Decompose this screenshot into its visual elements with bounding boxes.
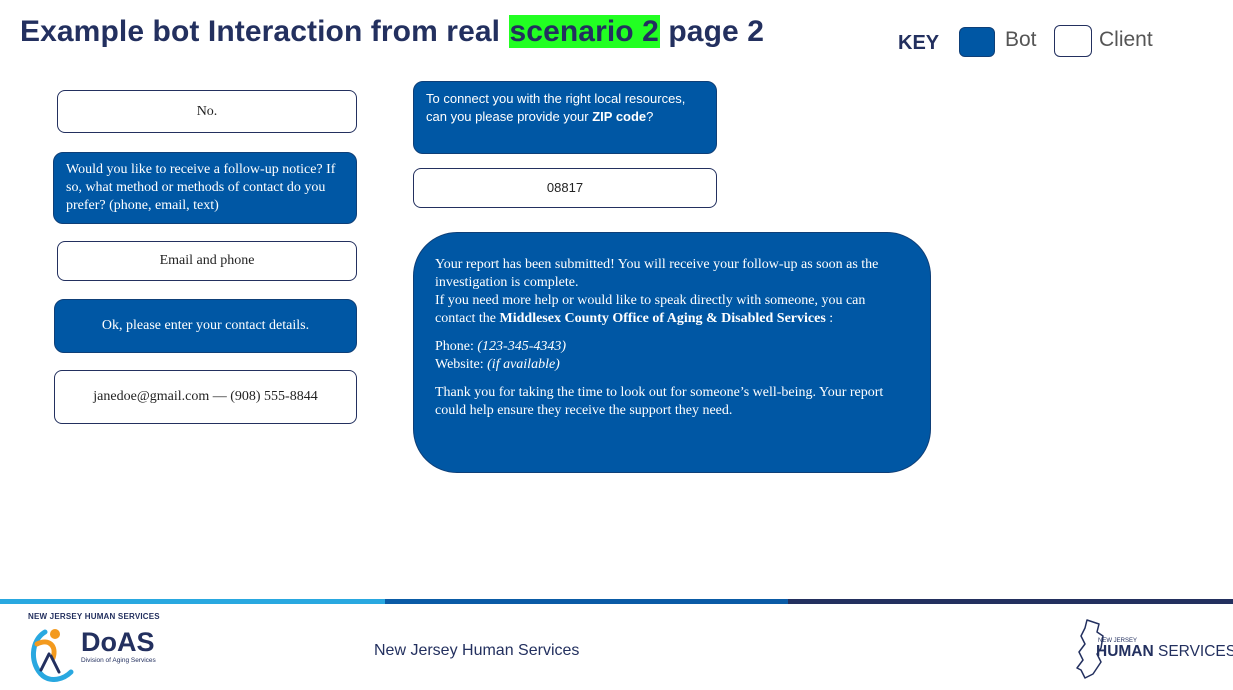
bot-message-report-submitted: Your report has been submitted! You will… <box>413 232 931 473</box>
nj-logo-small-text: NEW JERSEY <box>1098 638 1138 644</box>
nj-logo-rest: SERVICES <box>1153 643 1233 660</box>
key-bot-label: Bot <box>1005 28 1037 51</box>
doas-logo-subtitle: Division of Aging Services <box>81 657 156 664</box>
message-text: Email and phone <box>159 253 255 268</box>
closing-text: Thank you for taking the time to look ou… <box>435 385 884 418</box>
message-bold-text: ZIP code <box>592 109 647 124</box>
bot-message-follow-up: Would you like to receive a follow-up no… <box>53 152 357 224</box>
divider-mid-blue <box>385 599 788 604</box>
phone-value: (123-345-4343) <box>477 339 567 354</box>
message-text: Ok, please enter your contact details. <box>101 318 310 333</box>
bot-message-zip-request: To connect you with the right local reso… <box>413 81 717 154</box>
bot-color-swatch <box>959 27 995 57</box>
message-text: janedoe@gmail.com — (908) 555-8844 <box>93 389 318 404</box>
client-message-no: No. <box>57 90 357 133</box>
help-contact-paragraph: If you need more help or would like to s… <box>435 292 909 328</box>
client-message-zip: 08817 <box>413 168 717 208</box>
help-text-end: : <box>825 311 834 326</box>
divider-light-blue <box>0 599 385 604</box>
nj-logo-text: HUMAN SERVICES <box>1096 643 1233 661</box>
doas-logo-name: DoAS <box>81 627 155 657</box>
page-title: Example bot Interaction from real scenar… <box>20 15 764 49</box>
message-text: No. <box>196 103 218 119</box>
client-message-contact-method: Email and phone <box>57 241 357 281</box>
message-text: 08817 <box>546 180 584 195</box>
message-text: To connect you with the right local reso… <box>426 91 686 124</box>
footer-divider <box>0 599 1233 604</box>
website-line: Website: (if available) <box>435 356 909 374</box>
client-message-contact-details: janedoe@gmail.com — (908) 555-8844 <box>54 370 357 424</box>
nj-logo-bold: HUMAN <box>1096 643 1154 660</box>
doas-agency-label: NEW JERSEY HUMAN SERVICES <box>28 612 160 621</box>
title-text-before: Example bot Interaction from real <box>20 15 509 48</box>
key-client-label: Client <box>1099 28 1153 51</box>
report-confirmation-text: Your report has been submitted! You will… <box>435 257 879 290</box>
new-jersey-map-icon <box>1076 619 1104 679</box>
divider-navy <box>788 599 1233 604</box>
footer-organization-text: New Jersey Human Services <box>374 642 580 659</box>
website-value: (if available) <box>487 357 560 372</box>
client-color-swatch <box>1054 25 1092 57</box>
key-label: KEY <box>898 32 940 54</box>
title-highlight: scenario 2 <box>508 15 660 48</box>
message-text: Would you like to receive a follow-up no… <box>66 162 336 213</box>
bot-message-enter-contact: Ok, please enter your contact details. <box>54 299 357 353</box>
help-text: If you need more help or would like to s… <box>435 293 866 326</box>
doas-logo-icon <box>31 629 74 682</box>
website-label: Website: <box>435 357 488 372</box>
office-name: Middlesex County Office of Aging & Disab… <box>499 311 826 326</box>
phone-line: Phone: (123-345-4343) <box>435 338 909 356</box>
phone-label: Phone: <box>435 339 478 354</box>
title-text-after: page 2 <box>659 15 765 48</box>
message-text-end: ? <box>646 109 654 124</box>
